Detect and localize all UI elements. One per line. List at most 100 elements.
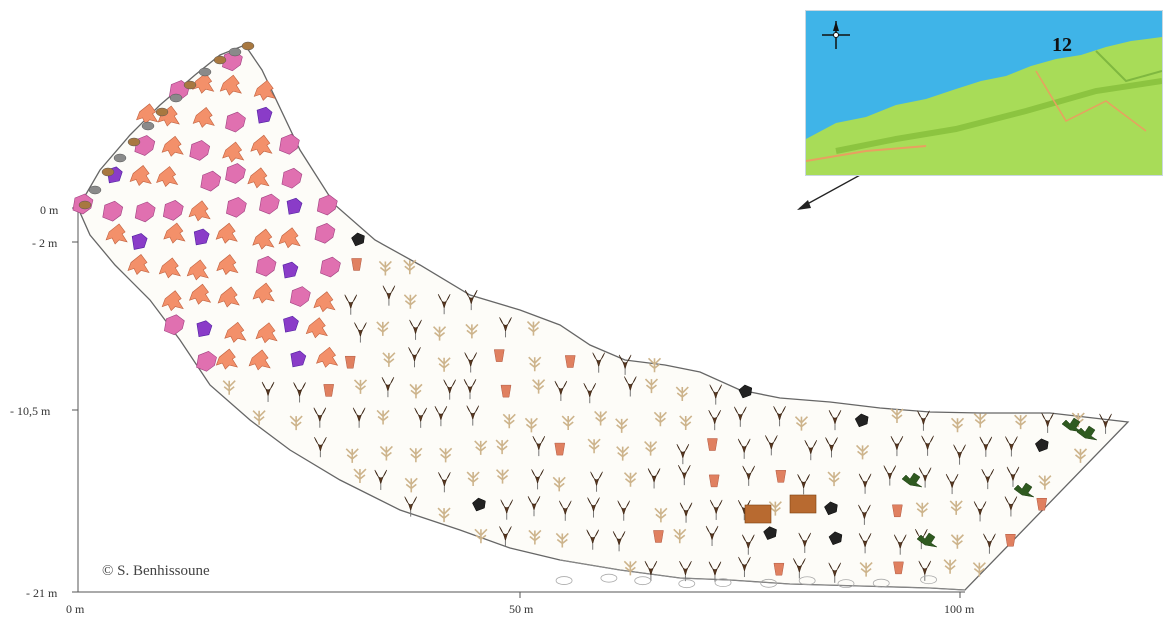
bryozoan-icon	[196, 320, 213, 338]
sponge-icon	[134, 201, 156, 223]
coral-icon	[217, 286, 240, 308]
bryozoan-icon	[286, 197, 303, 215]
rock-icon	[472, 497, 486, 512]
gorgonian-icon	[1005, 534, 1016, 547]
seaweed-icon	[1005, 436, 1018, 451]
bryozoan-icon	[290, 350, 307, 368]
seaweed-icon	[679, 502, 693, 517]
rock-icon	[1034, 438, 1049, 453]
rock-icon	[854, 413, 869, 428]
seaweed-icon	[945, 473, 959, 489]
coral-icon	[215, 222, 238, 244]
seaweed-icon	[381, 377, 395, 392]
bryozoan-icon	[282, 261, 299, 279]
seaweed-icon	[443, 379, 456, 394]
seaweed-icon	[499, 526, 512, 541]
branching-alga-icon	[679, 415, 693, 430]
branching-alga-icon	[768, 501, 782, 516]
seaweed-icon	[500, 499, 513, 514]
shore-rock-icon	[88, 185, 102, 195]
branching-alga-icon	[615, 418, 629, 433]
coral-icon	[305, 317, 328, 339]
branching-alga-icon	[524, 417, 538, 433]
bryozoan-icon	[131, 233, 148, 250]
gorgonian-icon	[493, 349, 505, 362]
branching-alga-icon	[915, 502, 929, 517]
seaweed-icon	[644, 560, 658, 576]
seaweed-icon	[953, 444, 966, 459]
bryozoan-icon	[283, 315, 299, 333]
seaweed-icon	[918, 560, 932, 575]
coral-icon	[250, 134, 273, 156]
branching-alga-icon	[353, 379, 368, 394]
gorgonian-icon	[707, 438, 718, 451]
seaweed-icon	[583, 383, 597, 398]
coral-icon	[252, 228, 275, 250]
coral-icon	[189, 283, 212, 305]
seaweed-icon	[1006, 466, 1020, 481]
sponge-icon	[162, 200, 184, 221]
seaweed-icon	[804, 440, 818, 455]
seaweed-icon	[893, 534, 907, 549]
seaweed-icon	[858, 533, 872, 548]
coral-icon	[161, 135, 184, 157]
shore-rock-icon	[155, 107, 169, 117]
branching-alga-icon	[859, 562, 873, 577]
coral-icon	[105, 223, 128, 245]
branching-alga-icon	[466, 471, 480, 487]
branching-alga-icon	[949, 500, 963, 515]
branching-alga-icon	[437, 507, 451, 523]
shore-rock-icon	[141, 121, 155, 131]
location-map: 12	[805, 10, 1163, 176]
seaweed-icon	[527, 496, 541, 511]
sponge-icon	[314, 222, 336, 244]
branching-alga-icon	[403, 294, 417, 309]
seaweed-icon	[293, 382, 306, 397]
branching-alga-icon	[437, 357, 451, 372]
gorgonian-icon	[351, 258, 362, 271]
seaweed-icon	[586, 529, 599, 544]
seaweed-icon	[981, 468, 995, 484]
branching-alga-icon	[587, 438, 601, 454]
seaweed-icon	[532, 435, 546, 451]
depth-label-0: 0 m	[40, 203, 59, 217]
green-alga-icon	[916, 532, 938, 548]
seaweed-icon	[797, 474, 810, 489]
coral-icon	[224, 321, 247, 343]
sponge-icon	[290, 286, 311, 307]
gorgonian-icon	[775, 470, 787, 483]
branching-alga-icon	[794, 416, 809, 431]
bryozoan-icon	[193, 228, 210, 246]
seaweed-icon	[1041, 412, 1054, 428]
seaweed-icon	[434, 406, 448, 421]
sponge-icon	[225, 111, 246, 133]
seaweed-icon	[918, 467, 932, 482]
coral-icon	[313, 291, 336, 313]
seaweed-icon	[737, 438, 751, 453]
branching-alga-icon	[653, 411, 667, 427]
seaweed-icon	[708, 409, 721, 425]
branching-alga-icon	[647, 357, 662, 373]
seaweed-icon	[344, 294, 358, 309]
coral-icon	[156, 166, 179, 188]
branching-alga-icon	[409, 447, 423, 463]
branching-alga-icon	[644, 441, 658, 456]
organism-layer	[72, 41, 1112, 589]
seaweed-icon	[890, 435, 904, 451]
shore-rock-icon	[169, 93, 183, 103]
branching-alga-icon	[1014, 414, 1028, 430]
coral-icon	[158, 257, 181, 279]
rock-icon	[824, 501, 838, 516]
branching-alga-icon	[644, 378, 659, 394]
seaweed-icon	[828, 409, 842, 425]
seaweed-icon	[828, 562, 842, 577]
seaweed-icon	[705, 525, 719, 541]
rock-icon	[763, 526, 777, 540]
green-alga-icon	[901, 472, 923, 488]
seaweed-icon	[979, 436, 993, 451]
branching-alga-icon	[827, 471, 841, 487]
branching-alga-icon	[616, 446, 630, 461]
coral-icon	[247, 167, 270, 189]
shore-rock-icon	[127, 137, 141, 147]
